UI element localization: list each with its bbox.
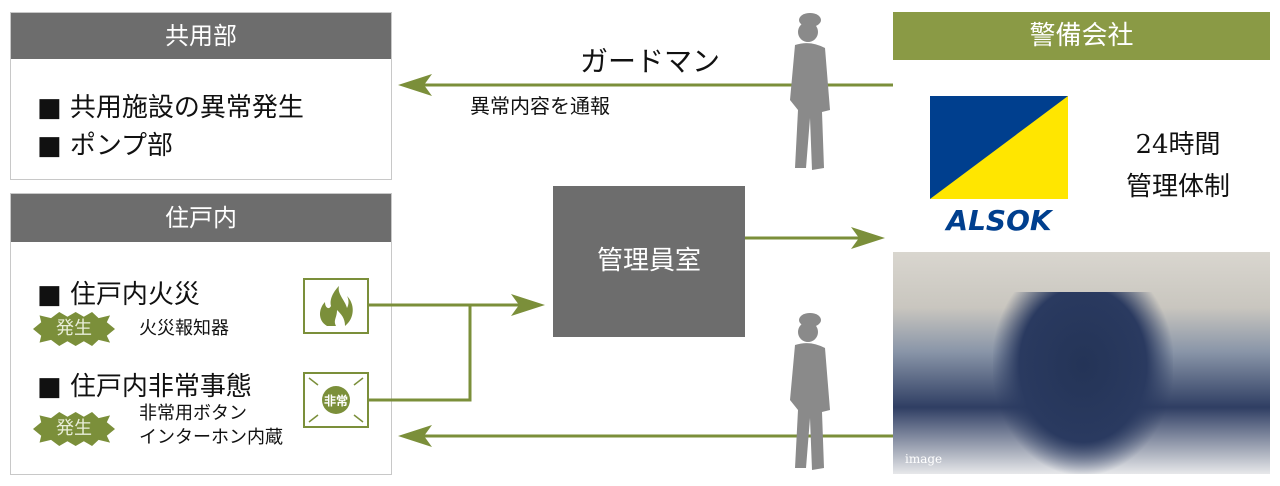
arrowhead-left	[398, 74, 432, 96]
control-room-photo: image	[893, 252, 1270, 474]
emergency-desc-2: インターホン内蔵	[139, 427, 283, 448]
guard-silhouette-icon	[790, 13, 830, 171]
photo-label: image	[905, 452, 943, 466]
unit-panel: 住戸内 ■ 住戸内火災 発生 火災報知器 ■ 住戸内非常事態 発生 非常用ボタン…	[10, 193, 392, 475]
security-company-title: 警備会社	[893, 12, 1270, 60]
guardman-label: ガードマン	[580, 45, 721, 78]
common-area-panel: 共用部 ■ 共用施設の異常発生 ■ ポンプ部	[10, 12, 392, 180]
manager-office-title: 管理員室	[596, 246, 701, 276]
hours-line-2: 管理体制	[1125, 172, 1230, 202]
fire-alarm-text: 火災報知器	[139, 318, 229, 339]
emergency-desc-1: 非常用ボタン	[139, 403, 247, 424]
alsok-logo-text: ALSOK	[944, 204, 1053, 236]
occurrence-badge: 発生	[33, 412, 115, 446]
guard-silhouette-icon	[790, 313, 830, 470]
arrowhead-right	[511, 294, 545, 316]
emergency-icon-text: 非常	[323, 394, 348, 408]
operators-figure	[993, 292, 1173, 474]
common-item: ■ 共用施設の異常発生	[37, 93, 304, 123]
arrowhead-left	[398, 425, 432, 447]
occurrence-badge: 発生	[33, 312, 115, 346]
report-label: 異常内容を通報	[470, 94, 610, 118]
alsok-logo: ALSOK	[930, 96, 1068, 236]
manager-office-box: 管理員室	[553, 186, 745, 337]
unit-emergency-label: ■ 住戸内非常事態	[37, 372, 252, 402]
arrowhead-right	[851, 227, 885, 249]
unit-title: 住戸内	[11, 194, 391, 242]
unit-fire-label: ■ 住戸内火災	[37, 280, 200, 310]
common-item: ■ ポンプ部	[37, 131, 174, 161]
security-company-panel: 警備会社 ALSOK 24時間 管理体制 image	[893, 12, 1270, 474]
hours-line-1: 24時間	[1135, 130, 1221, 160]
common-area-title: 共用部	[11, 13, 391, 59]
emergency-button-icon: 非常	[303, 372, 369, 428]
